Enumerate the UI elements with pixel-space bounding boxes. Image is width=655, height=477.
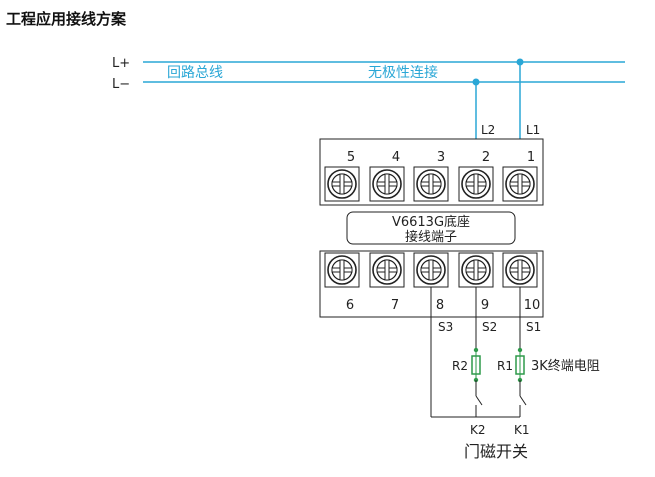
nonpolar-label: 无极性连接 — [368, 64, 438, 81]
device-name-line1: V6613G底座 — [392, 214, 470, 230]
terminal-screw-9 — [458, 252, 494, 288]
label-r1: R1 — [497, 359, 513, 373]
terminal-screw-6 — [324, 252, 360, 288]
junction-dot-l1 — [516, 58, 524, 66]
top-terminal-number-1: 1 — [527, 150, 535, 165]
label-s1: S1 — [526, 320, 541, 334]
label-l1: L1 — [526, 123, 540, 137]
label-k2: K2 — [470, 423, 486, 437]
bus-label-minus: L− — [112, 77, 130, 92]
label-s2: S2 — [482, 320, 497, 334]
label-s3: S3 — [438, 320, 453, 334]
bottom-terminal-number-9: 9 — [481, 298, 489, 313]
top-terminal-number-4: 4 — [392, 150, 400, 165]
terminal-screw-3 — [413, 166, 449, 202]
terminal-screw-10 — [502, 252, 538, 288]
device-label-box — [346, 211, 516, 245]
switch-k2-blade — [475, 395, 483, 406]
label-r2: R2 — [452, 359, 468, 373]
terminal-screw-8 — [413, 252, 449, 288]
bottom-terminal-number-10: 10 — [524, 298, 541, 313]
page-title: 工程应用接线方案 — [6, 10, 127, 28]
terminal-screw-4 — [369, 166, 405, 202]
junction-dot-l2 — [472, 78, 480, 86]
label-l2: L2 — [481, 123, 495, 137]
bottom-terminal-number-7: 7 — [391, 298, 399, 313]
terminal-screw-2 — [458, 166, 494, 202]
label-k1: K1 — [514, 423, 530, 437]
device-name-line2: 接线端子 — [405, 229, 457, 245]
top-terminal-number-2: 2 — [482, 150, 490, 165]
terminal-screw-7 — [369, 252, 405, 288]
top-terminal-number-3: 3 — [437, 150, 445, 165]
label-r1-desc: 3K终端电阻 — [531, 358, 600, 374]
bus-label-plus: L+ — [112, 56, 130, 71]
loop-bus-label: 回路总线 — [167, 65, 223, 81]
bottom-terminal-number-6: 6 — [346, 298, 354, 313]
switch-caption: 门磁开关 — [464, 442, 528, 461]
terminal-screw-5 — [324, 166, 360, 202]
switch-k1-blade — [519, 395, 527, 406]
bottom-terminal-number-8: 8 — [436, 298, 444, 313]
terminal-screw-1 — [502, 166, 538, 202]
top-terminal-number-5: 5 — [347, 150, 355, 165]
